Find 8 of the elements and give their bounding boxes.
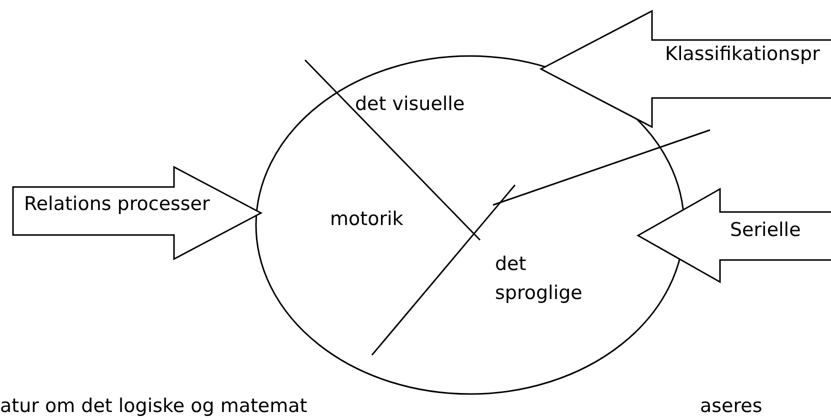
note-text: atur om det logiske og matemat	[0, 394, 308, 419]
arrow-label: Relations processer	[24, 192, 210, 217]
region-label: motorik	[330, 207, 404, 232]
arrow-label: Serielle	[730, 218, 801, 243]
region-label: det visuelle	[355, 92, 466, 117]
arrow-label: Klassifikationspr	[665, 42, 820, 67]
note-text: aseres	[700, 394, 762, 419]
region-label: det sproglige	[495, 252, 584, 306]
